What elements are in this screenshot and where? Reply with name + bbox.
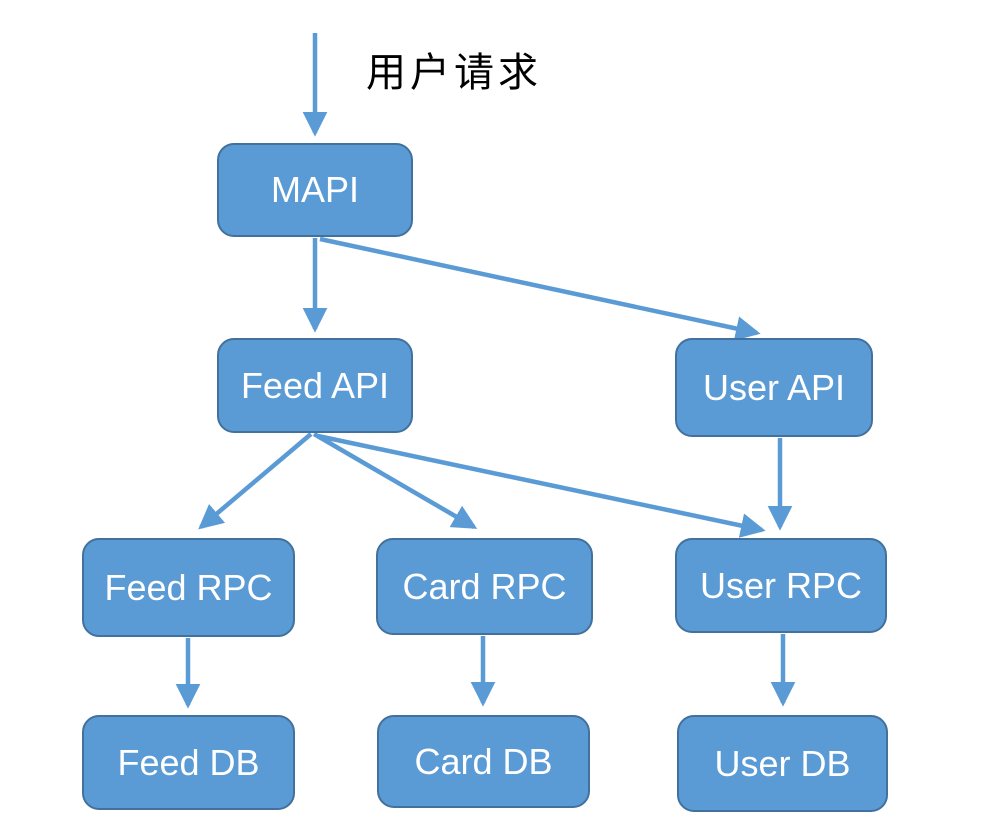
edge-feed-api-to-card-rpc (312, 432, 478, 529)
node-mapi: MAPI (217, 143, 413, 237)
node-card-db-label: Card DB (414, 740, 553, 782)
edge-mapi-to-user-api (319, 236, 761, 341)
edge-feed-api-to-feed-rpc (198, 432, 313, 530)
node-feed-rpc-label: Feed RPC (104, 566, 273, 608)
node-feed-api-label: Feed API (240, 364, 390, 406)
user-request-label: 用户请求 (366, 51, 542, 95)
node-card-rpc-label: Card RPC (402, 565, 567, 607)
edge-feed-api-to-user-rpc (317, 433, 766, 538)
node-card-rpc: Card RPC (376, 538, 593, 635)
node-user-api: User API (675, 338, 873, 437)
node-user-api-label: User API (702, 366, 846, 408)
node-user-db: User DB (677, 715, 888, 812)
node-user-rpc: User RPC (675, 538, 887, 633)
node-feed-db: Feed DB (82, 715, 295, 810)
node-mapi-label: MAPI (270, 169, 359, 210)
node-user-db-label: User DB (714, 742, 851, 784)
node-feed-rpc: Feed RPC (82, 538, 295, 637)
node-user-rpc-label: User RPC (699, 564, 863, 606)
node-feed-db-label: Feed DB (117, 741, 260, 783)
node-feed-api: Feed API (217, 338, 413, 433)
node-card-db: Card DB (377, 715, 590, 808)
